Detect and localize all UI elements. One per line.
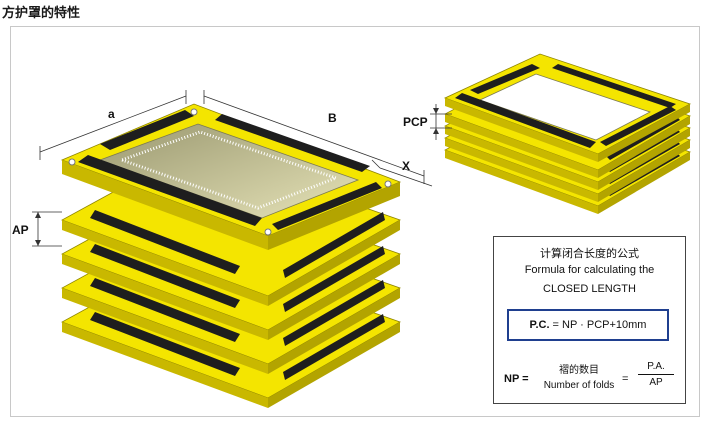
label-x: X xyxy=(402,159,410,173)
formula-heading-en-2: CLOSED LENGTH xyxy=(543,283,636,295)
formula-heading-en-1: Formula for calculating the xyxy=(524,264,655,276)
label-ap: AP xyxy=(12,223,29,237)
dimension-a: a xyxy=(39,90,187,160)
dimension-ap: AP xyxy=(12,211,62,247)
closed-length-formula: P.C. = NP · PCP+10mm xyxy=(507,309,669,341)
dimension-pcp: PCP xyxy=(403,104,452,140)
label-b: B xyxy=(328,111,337,125)
small-bellows: PCP xyxy=(403,53,692,214)
dimension-x: X xyxy=(371,159,433,187)
fraction-numerator: P.A. xyxy=(638,361,674,375)
large-bellows: a B X AP xyxy=(12,90,433,408)
np-label: NP = xyxy=(504,373,529,385)
top-frame xyxy=(60,103,402,250)
label-a: a xyxy=(108,107,115,121)
formula-pc-expression: = NP · PCP+10mm xyxy=(552,319,647,331)
folds-cn: 褶的数目 xyxy=(559,365,599,376)
fraction-denominator: AP xyxy=(649,377,663,388)
folds-en: Number of folds xyxy=(543,380,615,391)
folds-description: 褶的数目 Number of folds xyxy=(542,361,616,391)
formula-pc-label: P.C. xyxy=(529,319,550,331)
top-frame xyxy=(443,53,692,162)
page-title: 方护罩的特性 xyxy=(2,6,81,21)
dimension-b: B xyxy=(203,90,425,184)
np-fraction: P.A. AP xyxy=(638,361,674,388)
label-pcp: PCP xyxy=(403,115,428,129)
equals-sign: = xyxy=(622,373,629,385)
formula-heading-cn: 计算闭合长度的公式 xyxy=(540,247,639,260)
formula-box: 计算闭合长度的公式 Formula for calculating the CL… xyxy=(493,236,686,404)
